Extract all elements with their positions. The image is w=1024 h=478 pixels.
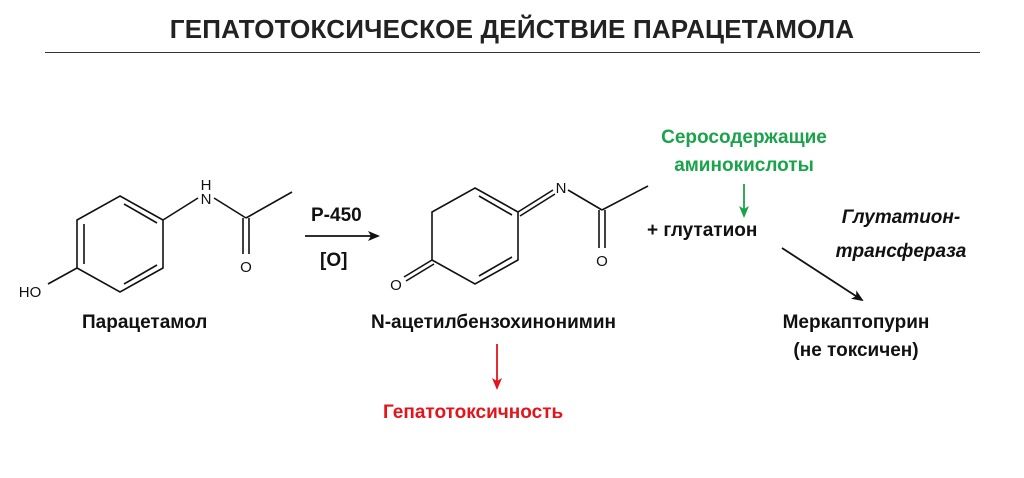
enzyme-label: Р-450	[311, 205, 362, 226]
transferase-line1: Глутатион-	[841, 207, 961, 228]
paracetamol-structure	[47, 191, 293, 293]
napqi-label: N-ацетилбензохинонимин	[371, 312, 616, 333]
transferase-line2: трансфераза	[835, 241, 967, 262]
napqi-n-label: N	[556, 180, 567, 197]
paracetamol-n-label: N	[201, 191, 212, 208]
mercaptopurine-label: Меркаптопурин	[782, 312, 930, 333]
title-divider	[45, 52, 980, 53]
paracetamol-label: Парацетамол	[82, 312, 208, 333]
paracetamol-o-label: O	[240, 259, 252, 276]
napqi-structure	[403, 185, 649, 285]
paracetamol-ho-label: HO	[19, 284, 42, 301]
napqi-o-carbonyl-label: O	[596, 253, 608, 270]
paracetamol-nh-label: H	[201, 177, 212, 194]
glutathione-label: + глутатион	[647, 220, 758, 241]
transferase-arrow	[781, 247, 864, 302]
not-toxic-label: (не токсичен)	[793, 340, 919, 361]
napqi-o-ring-label: O	[390, 277, 402, 294]
sulfur-amino-acids-line2: аминокислоты	[674, 155, 814, 176]
hepatotoxicity-label: Гепатотоксичность	[383, 402, 564, 423]
sulfur-amino-acids-line1: Серосодержащие	[661, 127, 827, 148]
page-title: ГЕПАТОТОКСИЧЕСКОЕ ДЕЙСТВИЕ ПАРАЦЕТАМОЛА	[169, 14, 855, 44]
oxidation-label: [O]	[320, 250, 348, 271]
